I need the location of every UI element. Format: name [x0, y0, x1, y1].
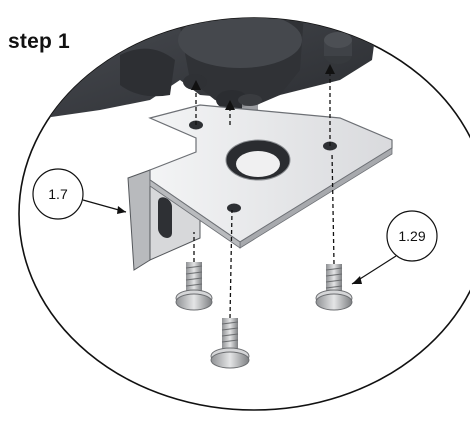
- step-title: step 1: [8, 30, 70, 53]
- l-bracket: [127, 104, 393, 271]
- arrow-heads: [191, 64, 335, 110]
- callout-screw-label: 1.29: [398, 228, 425, 244]
- callout-bracket: 1.7: [32, 168, 127, 220]
- screw-right: [315, 264, 353, 311]
- motor-housing: [30, 18, 380, 128]
- title-backdrop: [0, 24, 84, 56]
- screw-left: [175, 262, 213, 311]
- screw-center: [210, 318, 250, 369]
- callout-screw: 1.29: [351, 210, 438, 285]
- callout-bracket-label: 1.7: [48, 186, 68, 202]
